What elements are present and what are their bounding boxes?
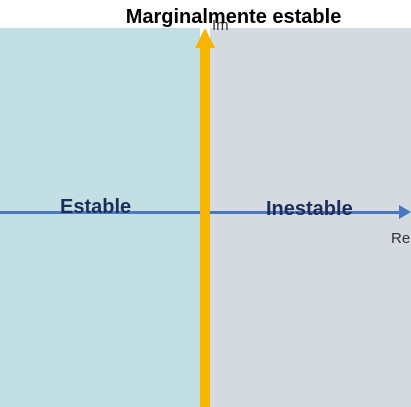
real-axis-arrowhead xyxy=(399,205,411,219)
real-axis xyxy=(0,211,399,214)
stable-region xyxy=(0,28,200,407)
unstable-region xyxy=(210,28,411,407)
stable-label: Estable xyxy=(60,196,132,218)
unstable-label: Inestable xyxy=(266,198,353,220)
imaginary-axis-label: Im xyxy=(212,17,229,34)
real-axis-label: Re xyxy=(391,230,411,247)
imaginary-axis-arrowhead xyxy=(195,28,215,48)
marginally-stable-label: Marginalmente estable xyxy=(125,6,342,28)
imaginary-axis xyxy=(200,46,210,407)
